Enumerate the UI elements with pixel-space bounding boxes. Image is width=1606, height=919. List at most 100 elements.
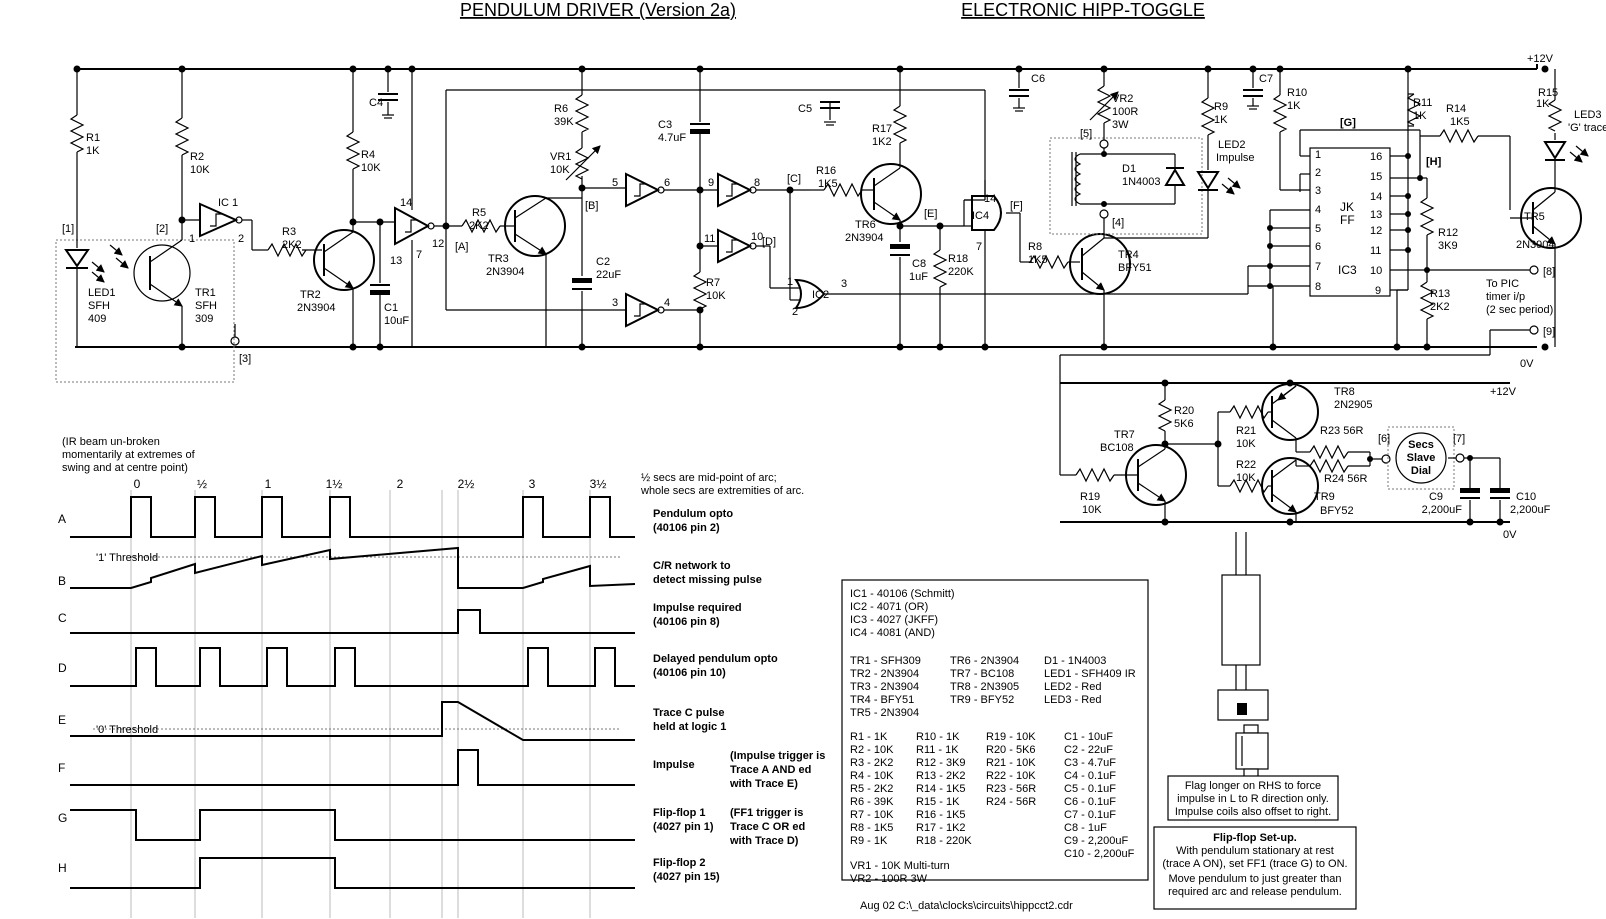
node-1-label: [1] [62, 223, 74, 235]
vr2-label: VR2 [1112, 93, 1133, 105]
r14-label: R14 [1446, 103, 1466, 115]
note-g-3: with Trace D) [729, 835, 799, 847]
diode-item-2: LED1 - SFH409 IR [1044, 668, 1136, 680]
gate-pin-5: 5 [612, 177, 618, 189]
res-b-2: R11 - 1K [916, 744, 959, 756]
r17-label: R17 [872, 123, 892, 135]
cap-2: C2 - 22uF [1064, 744, 1113, 756]
r24-label: R24 56R [1324, 473, 1367, 485]
and-pin-7: 7 [976, 241, 982, 253]
power-rails [75, 64, 1538, 348]
trace-a-id: A [58, 512, 66, 526]
diode-item-3: LED2 - Red [1044, 681, 1101, 693]
res-a-5: R5 - 2K2 [850, 783, 893, 795]
trace-e-desc-2: held at logic 1 [653, 721, 726, 733]
tr8-label: TR8 [1334, 386, 1355, 398]
ff-pin-4: 4 [1315, 204, 1321, 216]
tick-1-half: 1½ [326, 477, 343, 491]
res-a-1: R1 - 1K [850, 731, 888, 743]
node-4-label: [4] [1112, 217, 1124, 229]
r11-value: 1K [1413, 110, 1427, 122]
tick-note-2: whole secs are extremities of arc. [640, 485, 804, 497]
trace-c-desc-2: (40106 pin 8) [653, 616, 720, 628]
led1-part: SFH [88, 300, 110, 312]
flip-flop-stage [1059, 69, 1589, 476]
led3-label: LED3 [1574, 109, 1602, 121]
ff-pin-12: 12 [1370, 225, 1382, 237]
res-c-3: R21 - 10K [986, 757, 1036, 769]
vr-item-1: VR1 - 10K Multi-turn [850, 860, 950, 872]
cap-1: C1 - 10uF [1064, 731, 1113, 743]
trace-e-id: E [58, 713, 66, 727]
ff-pin-8: 8 [1315, 281, 1321, 293]
setup-line-3: Move pendulum to just greater than [1168, 873, 1341, 885]
c10-value: 2,200uF [1510, 504, 1551, 516]
led3-desc: 'G' trace [1568, 122, 1606, 134]
vr1-value: 10K [550, 164, 570, 176]
r17-value: 1K2 [872, 136, 892, 148]
ff-pin-16: 16 [1370, 151, 1382, 163]
ff-pin-5: 5 [1315, 223, 1321, 235]
dial-label-3: Dial [1411, 465, 1431, 477]
trace-c-desc-1: Impulse required [653, 602, 742, 614]
tr3-label: TR3 [488, 253, 509, 265]
tr7-label: TR7 [1114, 429, 1135, 441]
res-b-8: R17 - 1K2 [916, 822, 966, 834]
parts-list-box [841, 579, 1149, 881]
tr9-part: BFY52 [1320, 505, 1354, 517]
res-b-6: R15 - 1K [916, 796, 960, 808]
parts-list: IC1 - 40106 (Schmitt) IC2 - 4071 (OR) IC… [850, 588, 1136, 885]
node-a-label: [A] [455, 241, 468, 253]
pic-label-3: (2 sec period) [1486, 304, 1553, 316]
res-b-7: R16 - 1K5 [916, 809, 966, 821]
trace-d-id: D [58, 661, 67, 675]
res-b-5: R14 - 1K5 [916, 783, 966, 795]
ff-pin-10: 10 [1370, 265, 1382, 277]
note-g-2: Trace C OR ed [730, 821, 805, 833]
timing-diagram [70, 490, 636, 918]
ic-item-2: IC2 - 4071 (OR) [850, 601, 928, 613]
tick-3: 3 [529, 477, 536, 491]
cap-10: C10 - 2,200uF [1064, 848, 1135, 860]
timing-ticks: 0 ½ 1 1½ 2 2½ 3 3½ [134, 477, 607, 491]
r4-label: R4 [361, 149, 375, 161]
trace-a-desc-2: (40106 pin 2) [653, 522, 720, 534]
res-c-5: R23 - 56R [986, 783, 1036, 795]
led2-desc: Impulse [1216, 152, 1255, 164]
diode-item-1: D1 - 1N4003 [1044, 655, 1106, 667]
r5-label: R5 [472, 207, 486, 219]
flag-note-box [1167, 775, 1339, 821]
node-f-label: [F] [1010, 200, 1023, 212]
d1-label: D1 [1122, 163, 1136, 175]
tr1-part: SFH [195, 300, 217, 312]
tr-item-1: TR1 - SFH309 [850, 655, 921, 667]
or-pin-1: 1 [787, 276, 793, 288]
ic1-label: IC 1 [218, 197, 238, 209]
jkff-label-ff: FF [1340, 213, 1355, 227]
gate-pin-3: 3 [612, 297, 618, 309]
trace-labels: A B C D E F G H Pendulum opto (40106 pin… [58, 508, 778, 883]
ic3-label: IC3 [1338, 263, 1357, 277]
ic-item-4: IC4 - 4081 (AND) [850, 627, 935, 639]
r14-value: 1K5 [1450, 116, 1470, 128]
diode-item-4: LED3 - Red [1044, 694, 1101, 706]
c8-value: 1uF [909, 271, 928, 283]
res-a-8: R8 - 1K5 [850, 822, 893, 834]
r22-value: 10K [1236, 472, 1256, 484]
node-e-label: [E] [924, 208, 937, 220]
node-d-label: [D] [762, 236, 776, 248]
ir-note-3: swing and at centre point) [62, 462, 188, 474]
ff-pin-6: 6 [1315, 241, 1321, 253]
rail-junctions [73, 65, 1549, 351]
dial-label-1: Secs [1408, 439, 1434, 451]
tr4-label: TR4 [1118, 249, 1139, 261]
gate-pin-6: 6 [664, 177, 670, 189]
tr3-part: 2N3904 [486, 266, 525, 278]
c5-label: C5 [798, 103, 812, 115]
or-pin-2: 2 [792, 306, 798, 318]
trace-g-id: G [58, 811, 67, 825]
r15-value: 1K [1536, 98, 1550, 110]
tr-item-5: TR5 - 2N3904 [850, 707, 919, 719]
cap-8: C8 - 1uF [1064, 822, 1107, 834]
